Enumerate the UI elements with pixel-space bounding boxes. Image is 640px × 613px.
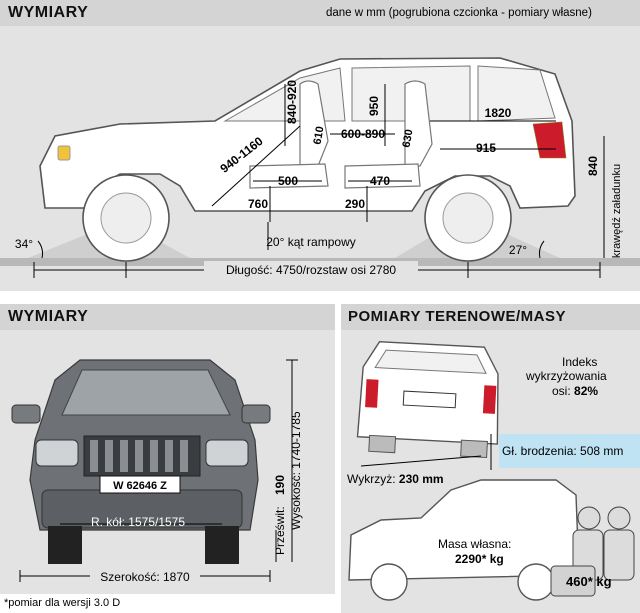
bottom-left-title: WYMIARY: [8, 308, 89, 325]
label-clearance-value: 190: [273, 475, 287, 495]
right-mirror: [241, 404, 271, 424]
label-ramp-angle: 20° kąt rampowy: [266, 235, 356, 249]
dim-line-front-legroom: [211, 125, 301, 207]
label-clearance-label: Prześwit:: [273, 506, 287, 555]
rear-left-tyre: [368, 434, 397, 454]
rear-right-light: [482, 385, 497, 414]
length-label-bg: [204, 261, 418, 277]
twist-index-line3: osi: 82%: [552, 384, 598, 398]
twist-index-line1: Indeks: [562, 355, 598, 369]
label-rear-seat: 630: [401, 128, 416, 148]
label-front-cushion: 500: [278, 174, 298, 188]
rear-wheel-rim: [442, 192, 494, 244]
label-front-seat: 610: [312, 125, 327, 145]
label-load-edge-value: 840: [586, 156, 600, 176]
grille-slot: [120, 440, 128, 472]
rear-car-window: [374, 349, 487, 374]
side-car-front-wheel: [370, 563, 408, 601]
license-plate-text: W 62646 Z: [113, 480, 167, 492]
label-length-wheelbase: Długość: 4750/rozstaw osi 2780: [226, 263, 396, 277]
grille-slot: [90, 440, 98, 472]
curb-weight-value: 2290* kg: [455, 552, 504, 566]
label-load-edge: krawędź załadunku: [611, 164, 623, 258]
rear-seat-back: [404, 80, 433, 167]
wading-depth: Gł. brodzenia: 508 mm: [502, 444, 624, 458]
grille-slot: [105, 440, 113, 472]
cargo-window: [477, 65, 556, 122]
bottom-right-header-bar: [341, 304, 640, 330]
luggage-box: [550, 565, 596, 597]
twist-index-label: osi:: [552, 384, 571, 398]
label-rear-legroom: 600-890: [341, 127, 385, 141]
top-header-bar: [0, 0, 640, 26]
label-width: Szerokość: 1870: [100, 570, 190, 584]
grille-slot: [180, 440, 188, 472]
grille-slot: [135, 440, 143, 472]
rear-plate: [402, 390, 457, 409]
left-tyre: [48, 526, 82, 564]
right-headlight: [205, 439, 249, 467]
left-headlight: [35, 439, 79, 467]
front-seat-cushion: [249, 163, 329, 189]
label-approach-angle: 34°: [15, 237, 33, 251]
rear-seat-cushion: [344, 163, 421, 189]
label-departure-angle: 27°: [509, 243, 527, 257]
rear-left-light: [365, 379, 379, 408]
offroad-diagram: [348, 341, 640, 601]
footnote: *pomiar dla wersji 3.0 D: [4, 597, 121, 609]
twist-index-value: 82%: [574, 384, 599, 398]
front-indicator: [57, 145, 71, 161]
label-cargo-short: 915: [476, 141, 496, 155]
label-front-floor: 760: [248, 197, 268, 211]
side-car-rear-wheel: [517, 563, 555, 601]
person-2-head: [607, 506, 631, 530]
label-cargo-long: 1820: [485, 106, 512, 120]
windshield: [61, 369, 231, 416]
bottom-left-header-bar: [0, 304, 335, 330]
curb-weight-label: Masa własna:: [438, 537, 512, 551]
width-label-bg: [90, 569, 200, 584]
label-rear-cushion: 470: [370, 174, 390, 188]
label-rear-floor: 290: [345, 197, 365, 211]
top-section-title: WYMIARY: [8, 4, 89, 21]
rear-right-tyre: [460, 439, 488, 459]
approach-angle-arc: [37, 240, 43, 259]
units-note: dane w mm (pogrubiona czcionka - pomiary…: [326, 7, 592, 19]
twist-label: Wykrzyż:: [347, 472, 396, 486]
twist-measure: Wykrzyż: 230 mm: [347, 472, 444, 486]
label-track: R. kół: 1575/1575: [91, 515, 185, 529]
label-height: Wysokość: 1740-1785: [289, 411, 303, 530]
twist-index-line2: wykrzyżowania: [526, 369, 607, 383]
label-rear-headroom: 950: [367, 96, 381, 116]
side-view-diagram: 840-920 950 1820 915 940-1160 600-890 61…: [0, 57, 640, 278]
water-area: [499, 434, 640, 468]
twist-value: 230 mm: [398, 472, 444, 486]
front-view-diagram: W 62646 Z Wysokość: 1740-1785 Prześwit: …: [11, 359, 303, 584]
front-wheel-rim: [100, 192, 152, 244]
left-mirror: [11, 404, 41, 424]
person-2-body: [603, 529, 635, 581]
right-tyre: [205, 526, 239, 564]
payload-value: 460* kg: [566, 574, 612, 589]
bottom-right-title: POMIARY TERENOWE/MASY: [348, 308, 567, 325]
license-plate: [99, 475, 181, 494]
departure-angle-arc: [539, 240, 545, 259]
front-seat-back: [299, 80, 329, 167]
dim-line-twist: [360, 455, 482, 467]
grille-slot: [165, 440, 173, 472]
grille-slot: [150, 440, 158, 472]
label-front-headroom: 840-920: [285, 80, 299, 124]
person-1-head: [577, 506, 601, 530]
